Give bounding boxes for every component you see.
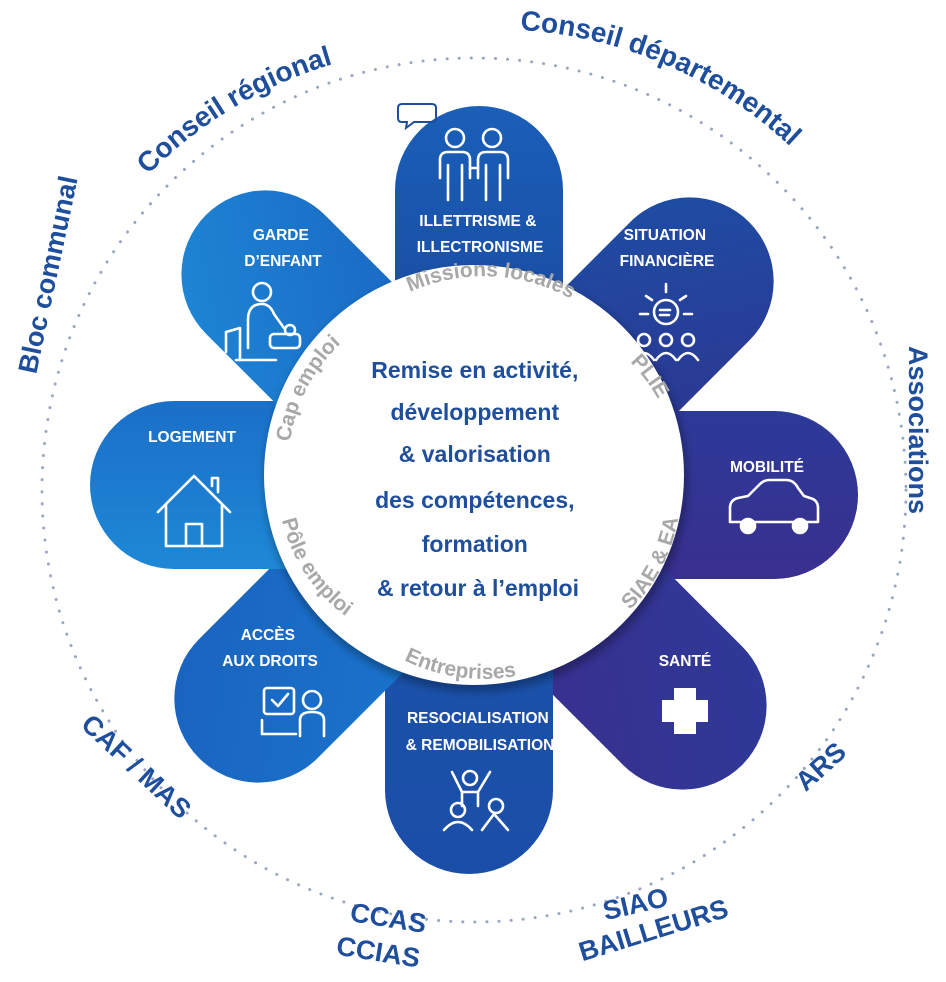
petal-label-sante: SANTÉ: [659, 653, 712, 670]
house-icon: [156, 474, 232, 548]
outer-label-conseil-regional: Conseil régional: [131, 40, 335, 179]
outer-label-caf-mas: CAF / MAS: [76, 709, 197, 825]
car-icon: [728, 478, 820, 535]
petal-label-illettrisme: ILLETTRISME & ILLECTRONISME: [417, 213, 544, 256]
outer-label-ccias: CCIAS: [334, 931, 422, 974]
center-text: Remise en activité, développement & valo…: [371, 357, 585, 601]
medical-cross-icon: [662, 688, 708, 734]
outer-label-ars: ARS: [790, 736, 852, 796]
money-euro-icon: [632, 282, 700, 362]
outer-dotted-ring: [40, 56, 908, 924]
outer-label-conseil-departemental: Conseil départemental: [519, 5, 807, 151]
access-rights-icon: [260, 686, 326, 738]
petal-label-logement: LOGEMENT: [148, 429, 236, 446]
two-people-icon: [438, 127, 510, 202]
people-cheering-icon: [442, 769, 510, 832]
speech-bubble-icon: [397, 103, 437, 131]
petal-label-mobilite: MOBILITÉ: [730, 459, 804, 476]
petal-label-garde: GARDE D’ENFANT: [244, 227, 322, 270]
parent-changing-baby-icon: [224, 281, 302, 362]
center-circle: [264, 265, 684, 685]
outer-label-bloc-communal: Bloc communal: [13, 173, 84, 376]
petal-label-acces: ACCÈS AUX DROITS: [222, 627, 318, 670]
petal-label-situation: SITUATION FINANCIÈRE: [620, 227, 715, 270]
petal-label-resocialisation: RESOCIALISATION & REMOBILISATION: [406, 710, 555, 754]
outer-label-ccas: CCAS: [348, 897, 428, 939]
outer-label-associations: Associations: [903, 346, 933, 514]
